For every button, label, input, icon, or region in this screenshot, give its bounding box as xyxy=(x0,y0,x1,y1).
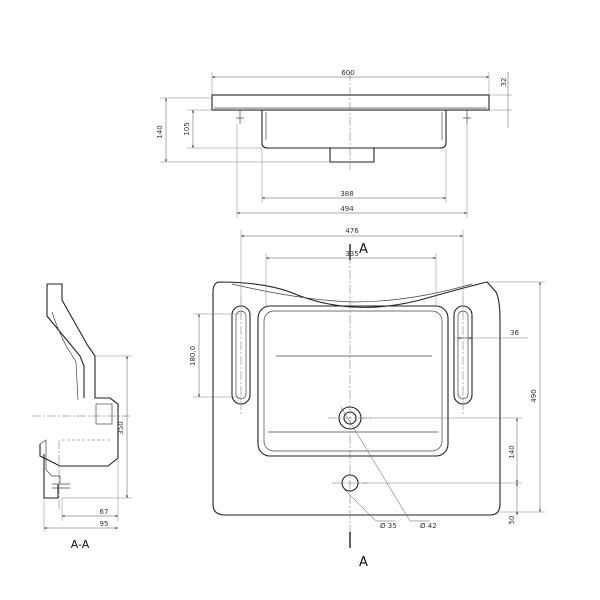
section-view: 350 67 95 A-A xyxy=(32,283,132,551)
dim-95: 95 xyxy=(100,520,109,528)
front-view: A A 476 335 180,0 36 490 140 50 xyxy=(189,227,545,570)
rear-edge xyxy=(231,283,473,303)
dim-490: 490 xyxy=(530,389,538,402)
dim-tap-hole: Ø 35 xyxy=(380,522,397,530)
top-view-drain xyxy=(329,148,375,163)
dim-494: 494 xyxy=(340,205,354,213)
dim-180: 180,0 xyxy=(189,346,197,366)
dim-50: 50 xyxy=(508,516,516,525)
dim-600: 600 xyxy=(341,69,354,77)
dim-476: 476 xyxy=(345,227,359,235)
dim-140: 140 xyxy=(156,125,164,138)
dim-32: 32 xyxy=(500,78,508,87)
dim-388: 388 xyxy=(340,190,353,198)
dim-335: 335 xyxy=(345,250,358,258)
section-marker-top: A xyxy=(359,242,368,257)
top-view: 600 32 140 105 388 494 xyxy=(156,69,512,218)
dim-drain-hole: Ø 42 xyxy=(420,522,437,530)
fixing-pin-right xyxy=(463,110,471,124)
section-label: A-A xyxy=(71,538,90,551)
dim-140-drain: 140 xyxy=(508,445,516,458)
top-view-basin xyxy=(261,110,447,149)
dim-67: 67 xyxy=(100,508,109,516)
section-profile xyxy=(39,283,119,467)
inner-bowl xyxy=(257,305,449,457)
dim-350: 350 xyxy=(117,421,125,434)
dim-36: 36 xyxy=(510,329,519,337)
basin-outline xyxy=(212,281,501,516)
fixing-pin-left xyxy=(236,110,244,124)
section-marker-bottom: A xyxy=(359,555,368,570)
top-view-rim xyxy=(211,94,490,111)
dim-105: 105 xyxy=(183,122,191,135)
